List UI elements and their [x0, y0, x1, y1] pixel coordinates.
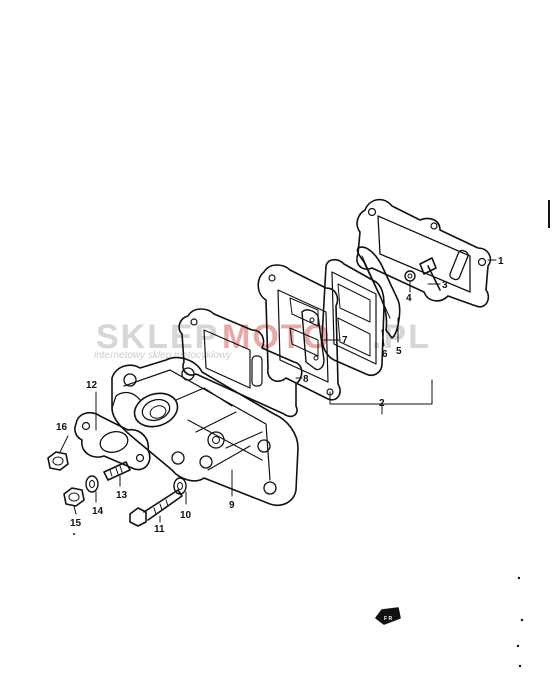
- washer-flange: [85, 475, 99, 493]
- callout-7: 7: [342, 335, 348, 346]
- scan-marks: [73, 200, 550, 668]
- callout-8: 8: [303, 374, 309, 385]
- callout-3: 3: [442, 280, 448, 291]
- callout-13: 13: [116, 490, 128, 501]
- front-arrow-icon: [375, 607, 401, 625]
- callout-11: 11: [154, 524, 165, 535]
- callout-1: 1: [498, 256, 504, 267]
- leader-lines: [59, 259, 497, 523]
- callout-10: 10: [180, 510, 192, 521]
- watermark-tagline: internetowy sklep motocyklowy: [94, 350, 232, 361]
- callout-15: 15: [70, 518, 82, 529]
- callout-6: 6: [382, 349, 388, 360]
- reed-stopper: [356, 246, 401, 339]
- callouts: 1 2 3 4 5 6 7 8 9 10 11 12 13 14 15 16: [56, 256, 504, 535]
- callout-14: 14: [92, 506, 104, 517]
- bolt-long: [129, 489, 183, 527]
- front-badge-text: F R: [384, 616, 392, 622]
- callout-5: 5: [396, 346, 402, 357]
- gasket-rear: [178, 308, 303, 418]
- watermark-right: .PL: [372, 318, 431, 356]
- watermark-left: SKLEP: [96, 318, 219, 356]
- watermark: SKLEP MOTO .PL internetowy sklep motocyk…: [94, 318, 431, 361]
- callout-4: 4: [406, 293, 412, 304]
- washer-small: [404, 270, 416, 282]
- reed-valve: [301, 309, 325, 371]
- callout-9: 9: [229, 500, 235, 511]
- callout-2: 2: [379, 398, 385, 409]
- stud-bolt: [103, 461, 131, 481]
- lock-washer: [173, 477, 187, 495]
- screw: [419, 257, 441, 291]
- intake-manifold: [111, 356, 299, 506]
- gasket-flange: [74, 411, 151, 471]
- callout-12: 12: [86, 380, 98, 391]
- callout-16: 16: [56, 422, 68, 433]
- nut-lower: [63, 487, 85, 507]
- gasket-outer: [356, 198, 492, 308]
- nut-upper: [47, 451, 69, 471]
- gasket-middle: [257, 264, 341, 401]
